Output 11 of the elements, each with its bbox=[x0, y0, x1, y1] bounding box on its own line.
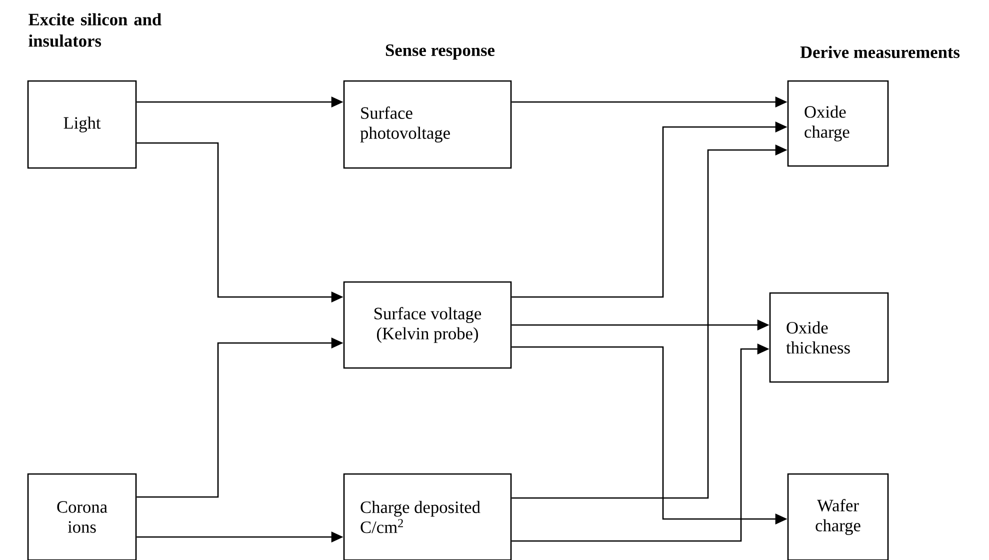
process-box: Corona ions bbox=[27, 473, 137, 560]
process-box: Surface photovoltage bbox=[343, 80, 512, 169]
process-box: Surface voltage (Kelvin probe) bbox=[343, 281, 512, 369]
process-box: Charge deposited C/cm$^{2}$ bbox=[343, 473, 512, 560]
process-box: Oxide charge bbox=[787, 80, 889, 167]
column-heading: Derive measurements bbox=[800, 46, 960, 58]
process-box: Wafer charge bbox=[787, 473, 889, 560]
process-box: Oxide thickness bbox=[769, 292, 889, 383]
process-box: Light bbox=[27, 80, 137, 169]
column-heading: Sense response bbox=[386, 44, 495, 60]
column-heading: Excite silicon and insulators bbox=[28, 13, 162, 47]
